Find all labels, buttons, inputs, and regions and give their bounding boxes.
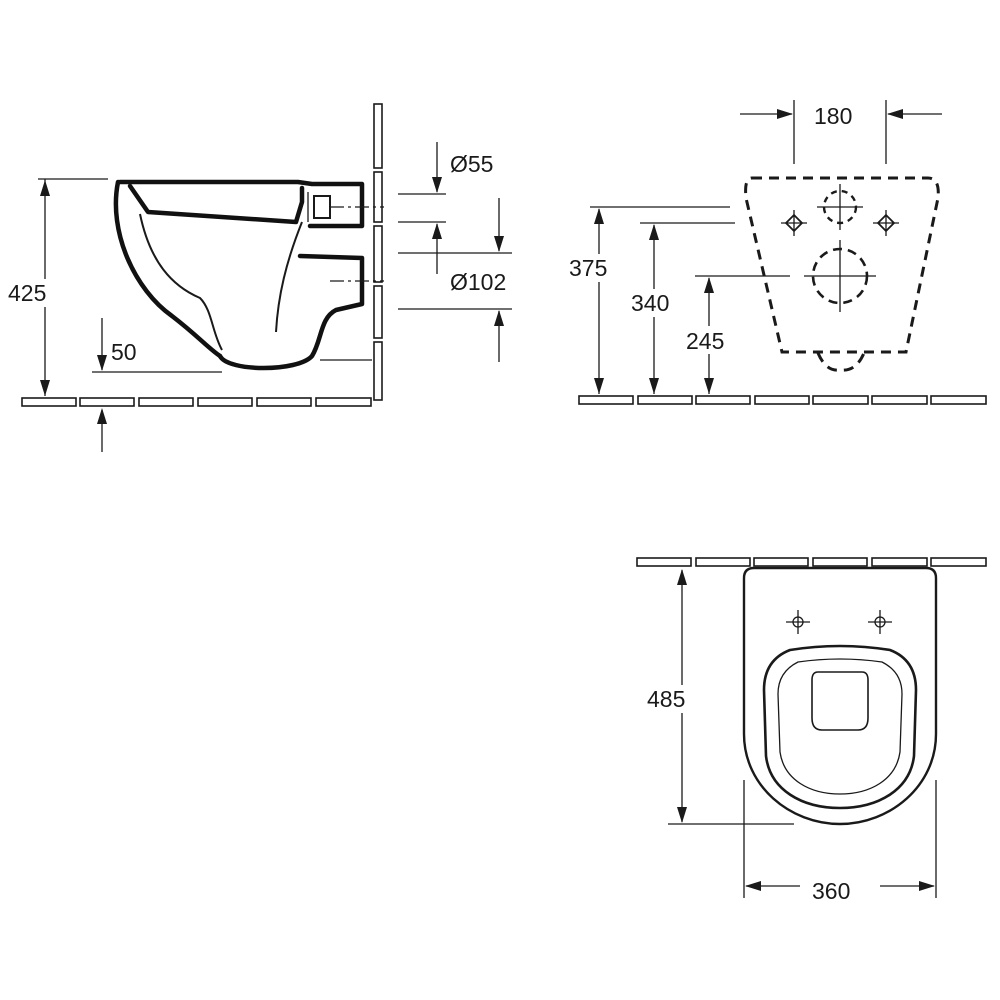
top-fixing-point-left: [786, 610, 810, 634]
dimension-360: 360: [743, 780, 937, 904]
toilet-seat-inner: [777, 658, 903, 795]
bolt-spacing-label: 180: [814, 103, 852, 129]
inlet-height-label: 375: [569, 255, 607, 281]
depth-label: 485: [647, 686, 685, 712]
dimension-425: 425: [6, 178, 108, 396]
width-label: 360: [812, 878, 850, 904]
toilet-bowl-opening: [811, 671, 869, 731]
inlet-diameter-label: Ø55: [450, 151, 493, 177]
outlet-height-label: 245: [686, 328, 724, 354]
fixing-point-right: [873, 210, 899, 236]
bolt-height-label: 340: [631, 290, 669, 316]
dimension-485: 485: [646, 569, 794, 825]
top-view-wall: [636, 557, 987, 567]
dimension-50: 50: [92, 318, 222, 452]
rear-view: 180 375 340 245: [568, 100, 987, 405]
fixing-point-left: [781, 210, 807, 236]
toilet-rear-outline: [744, 176, 940, 372]
toilet-side-profile: [113, 179, 372, 371]
top-view: 485 360: [636, 557, 987, 904]
side-view: 425 50 Ø55 Ø102: [6, 103, 512, 452]
side-height-label: 425: [8, 280, 46, 306]
side-view-wall: [373, 103, 383, 401]
dimension-180: 180: [740, 100, 942, 164]
dimension-inlet-diameter: Ø55: [398, 142, 493, 274]
toilet-seat-outer: [762, 644, 918, 810]
outlet-hole: [804, 240, 876, 312]
dimension-245: 245: [684, 275, 790, 394]
dimension-375: 375: [568, 206, 730, 394]
dimension-outlet-diameter: Ø102: [398, 198, 512, 362]
top-fixing-point-right: [868, 610, 892, 634]
side-view-floor: [21, 397, 372, 407]
toilet-top-outline: [742, 566, 938, 826]
floor-gap-label: 50: [111, 339, 137, 365]
rear-view-floor: [578, 395, 987, 405]
inlet-hole: [817, 184, 863, 230]
outlet-diameter-label: Ø102: [450, 269, 506, 295]
dimension-340: 340: [630, 222, 735, 394]
